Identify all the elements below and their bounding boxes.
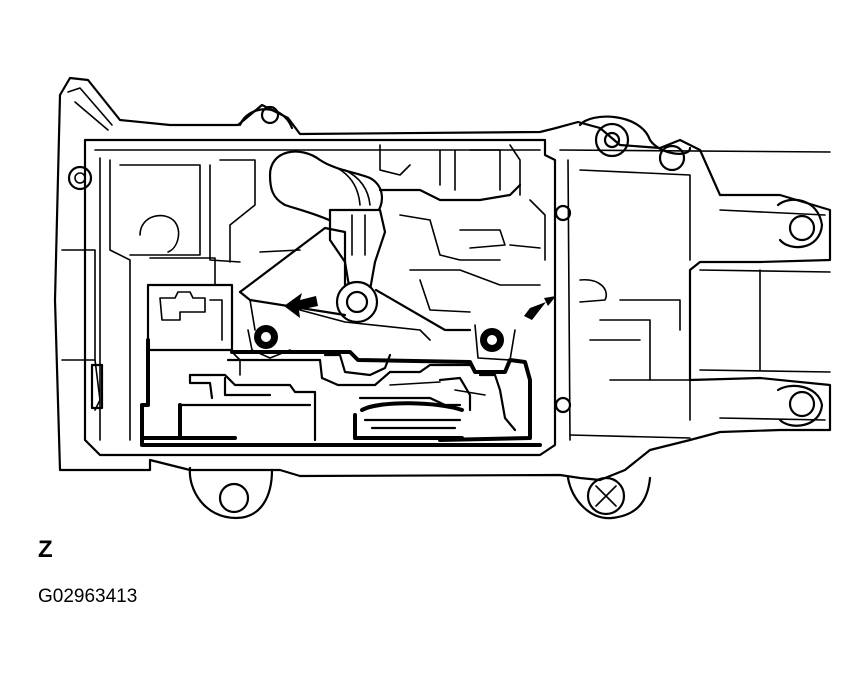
- gate-plate: [238, 144, 691, 421]
- shift-lever: [268, 150, 387, 324]
- arrow-right: [524, 296, 556, 320]
- cover-block: [140, 257, 241, 440]
- mounting-ears: [67, 105, 824, 520]
- left-side-ribs: [61, 159, 256, 441]
- view-label: Z: [38, 536, 53, 563]
- housing-outline: [53, 76, 832, 482]
- figure-id: G02963413: [38, 586, 138, 607]
- bolt-left: [247, 325, 291, 359]
- selector-assembly: [140, 350, 542, 447]
- arrow-left: [284, 293, 318, 318]
- bolt-right: [474, 324, 516, 361]
